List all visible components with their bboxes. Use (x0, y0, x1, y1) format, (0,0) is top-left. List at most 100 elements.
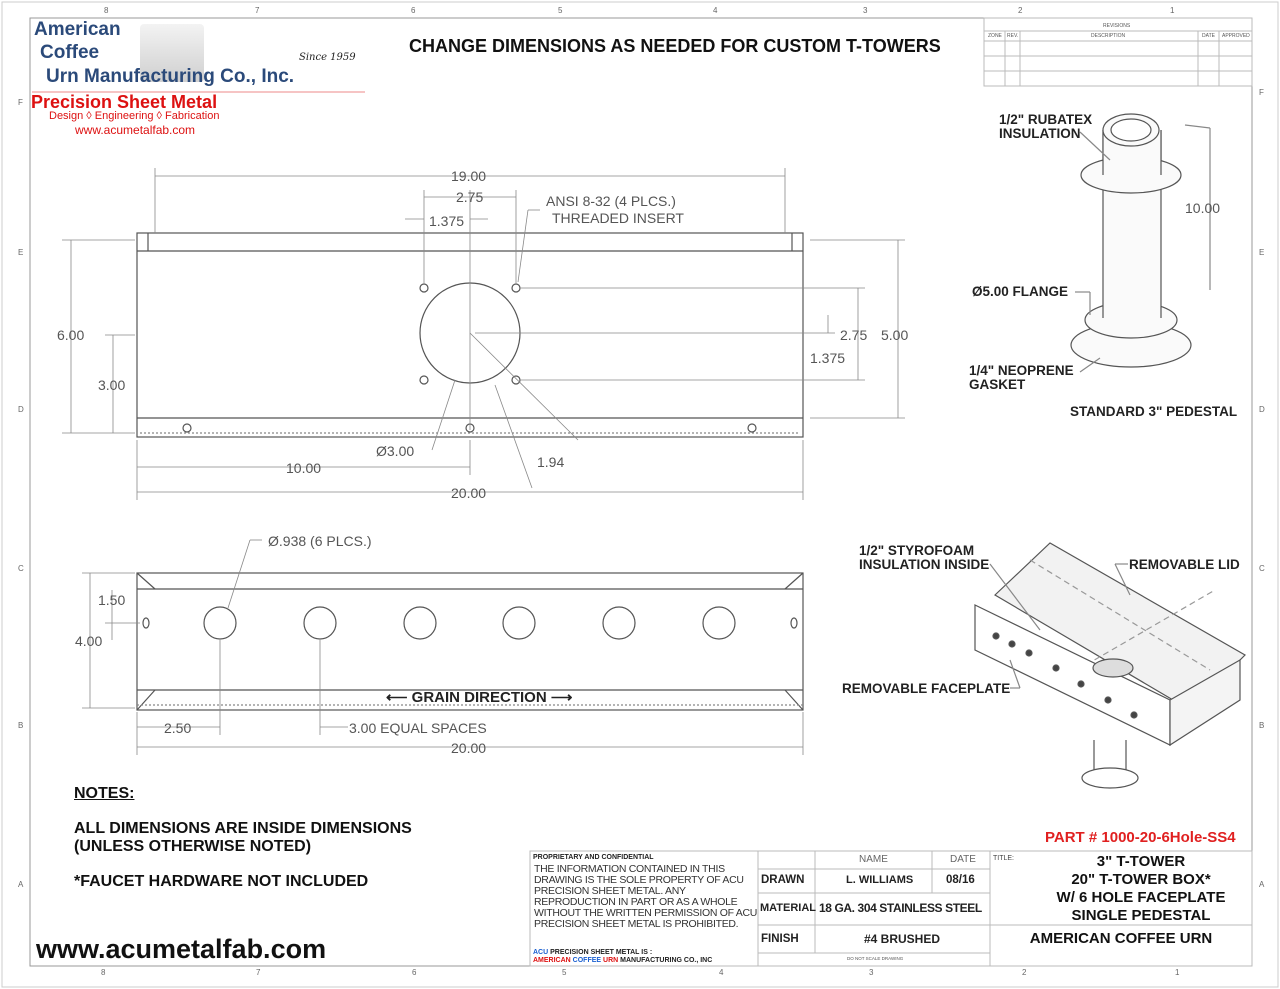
zone-col: 1 (1175, 968, 1180, 977)
zone-col: 5 (562, 968, 567, 977)
zone-col: 4 (713, 6, 718, 15)
logo-services: Design ◊ Engineering ◊ Fabrication (49, 110, 220, 122)
rev-col-rev: REV. (1007, 33, 1019, 39)
dim-front-length: 20.00 (451, 740, 487, 756)
zone-row: D (18, 405, 24, 414)
zone-row: E (18, 248, 24, 257)
zone-col: 2 (1022, 968, 1027, 977)
rev-col-approved: APPROVED (1222, 33, 1250, 39)
company-american: AMERICAN (533, 957, 573, 964)
dim-faucet-hole: Ø.938 (6 PLCS.) (268, 533, 372, 549)
zone-col: 1 (1170, 6, 1175, 15)
logo-url[interactable]: www.acumetalfab.com (75, 123, 196, 137)
zone-col: 8 (104, 6, 109, 15)
front-view-dimensions (82, 539, 804, 755)
drawn-date: 08/16 (946, 874, 975, 886)
company-statement: ACU PRECISION SHEET METAL IS : AMERICAN … (533, 949, 712, 965)
dim-depth: 6.00 (57, 327, 85, 343)
styrofoam-label-1: 1/2" STYROFOAM (859, 543, 975, 558)
grain-direction: ⟵ GRAIN DIRECTION ⟶ (386, 689, 573, 706)
insert-note-1: ANSI 8-32 (4 PLCS.) (546, 193, 676, 209)
dim-hole-height: 1.50 (98, 592, 126, 608)
dim-spacing: 3.00 EQUAL SPACES (349, 720, 487, 736)
zone-col: 2 (1018, 6, 1023, 15)
finish-value: #4 BRUSHED (864, 932, 941, 946)
dim-first-space: 2.50 (164, 720, 192, 736)
proprietary-heading: PROPRIETARY AND CONFIDENTIAL (533, 854, 654, 861)
pedestal-caption: STANDARD 3" PEDESTAL (1070, 404, 1238, 419)
gasket-label-2: GASKET (969, 377, 1026, 392)
zone-row: B (18, 721, 24, 730)
lid-label: REMOVABLE LID (1129, 557, 1240, 572)
note-line: (UNLESS OTHERWISE NOTED) (74, 838, 312, 855)
zone-col: 4 (719, 968, 724, 977)
dim-height: 4.00 (75, 633, 103, 649)
zone-row: C (18, 564, 24, 573)
company-urn: URN (603, 957, 619, 964)
zone-row: D (1259, 405, 1265, 414)
zone-col: 6 (411, 6, 416, 15)
dim-length: 20.00 (451, 485, 487, 501)
rubatex-label-1: 1/2" RUBATEX (999, 112, 1093, 127)
title-line: SINGLE PEDESTAL (1071, 907, 1211, 924)
top-view-dimensions (62, 168, 905, 500)
drawing-title: 3" T-TOWER 20" T-TOWER BOX* W/ 6 HOLE FA… (1030, 853, 1252, 925)
zone-col: 6 (412, 968, 417, 977)
dim-right-1375: 1.375 (810, 350, 846, 366)
dim-half-length: 10.00 (286, 460, 322, 476)
title-label: TITLE: (993, 855, 1015, 862)
proprietary-text: THE INFORMATION CONTAINED IN THIS DRAWIN… (534, 864, 758, 930)
zone-col: 3 (863, 6, 868, 15)
insert-note-2: THREADED INSERT (552, 210, 684, 226)
zone-col: 7 (255, 6, 260, 15)
box-illustration (974, 542, 1246, 789)
title-line: 3" T-TOWER (1096, 853, 1186, 870)
dim-diagonal: 1.94 (537, 454, 565, 470)
logo-line-american: American (34, 19, 121, 40)
rev-col-date: DATE (1202, 33, 1215, 39)
logo-graphic (140, 24, 204, 82)
zone-col: 5 (558, 6, 563, 15)
acu-prefix: ACU (533, 949, 549, 956)
pedestal-illustration (1070, 113, 1211, 373)
dim-right-275: 2.75 (840, 327, 868, 343)
note-line: ALL DIMENSIONS ARE INSIDE DIMENSIONS (74, 820, 412, 837)
zone-col: 7 (256, 968, 261, 977)
zone-row: A (18, 880, 24, 889)
zone-row: F (18, 98, 23, 107)
notes-heading: NOTES: (74, 785, 135, 802)
zone-row: A (1259, 880, 1265, 889)
zone-row: F (1259, 88, 1264, 97)
material-label: MATERIAL (760, 902, 817, 914)
company-coffee: COFFEE (572, 957, 604, 964)
zone-col: 3 (869, 968, 874, 977)
zone-row: B (1259, 721, 1265, 730)
rubatex-label-2: INSULATION (999, 126, 1081, 141)
rev-col-zone: ZONE (988, 33, 1002, 39)
footer-url[interactable]: www.acumetalfab.com (36, 934, 327, 964)
styrofoam-label-2: INSULATION INSIDE (859, 557, 990, 572)
rev-col-description: DESCRIPTION (1091, 33, 1126, 39)
logo-line-urn: Urn Manufacturing Co., Inc. (46, 66, 295, 87)
drawing-heading: CHANGE DIMENSIONS AS NEEDED FOR CUSTOM T… (409, 36, 941, 56)
material-value: 18 GA. 304 STAINLESS STEEL (819, 901, 982, 915)
dim-right-500: 5.00 (881, 327, 909, 343)
dim-hole-offset: 2.75 (456, 189, 484, 205)
faceplate-label: REMOVABLE FACEPLATE (842, 681, 1011, 696)
logo-division: Precision Sheet Metal (31, 92, 218, 112)
dim-hole-dia: Ø3.00 (376, 443, 415, 459)
note-line: *FAUCET HARDWARE NOT INCLUDED (74, 873, 369, 890)
company-rest: MANUFACTURING CO., INC (618, 957, 713, 964)
company-name: AMERICAN COFFEE URN (1029, 930, 1213, 947)
no-scale-note: DO NOT SCALE DRAWING (847, 956, 904, 961)
date-header: DATE (950, 854, 976, 865)
zone-row: E (1259, 248, 1265, 257)
title-line: W/ 6 HOLE FACEPLATE (1056, 889, 1226, 906)
revisions-table (983, 17, 1253, 87)
dim-pedestal-height: 10.00 (1185, 200, 1221, 216)
front-view (136, 572, 804, 711)
dim-overall-width: 19.00 (451, 168, 487, 184)
revisions-title: REVISIONS (1103, 23, 1131, 29)
dim-hole-half: 1.375 (429, 213, 465, 229)
